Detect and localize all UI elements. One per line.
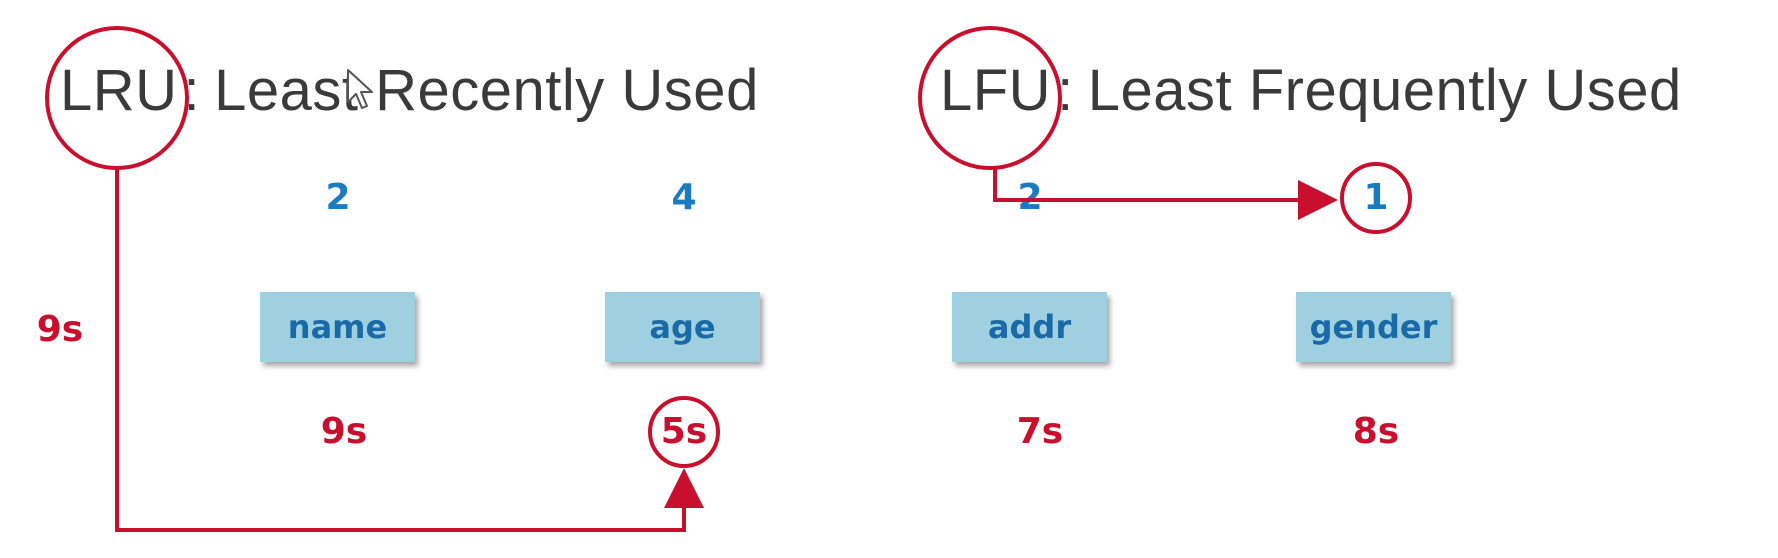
lru-title: LRU:Least Recently Used: [60, 62, 759, 120]
lru-full-name: Least Recently Used: [214, 58, 759, 123]
lfu-separator: :: [1057, 58, 1074, 123]
access-count-addr: 2: [1017, 177, 1043, 218]
access-count-age: 4: [671, 177, 697, 218]
access-count-gender: 1: [1363, 177, 1389, 218]
key-box-age: age: [605, 292, 760, 362]
last-access-time-name: 9s: [320, 411, 368, 452]
lru-abbr: LRU: [60, 58, 178, 123]
key-box-addr: addr: [952, 292, 1107, 362]
lfu-full-name: Least Frequently Used: [1087, 58, 1682, 123]
access-count-name: 2: [325, 177, 351, 218]
lfu-eviction-arrow: [993, 168, 1338, 220]
last-access-time-gender: 8s: [1352, 411, 1400, 452]
last-access-time-addr: 7s: [1016, 411, 1064, 452]
key-box-name: name: [260, 292, 415, 362]
last-access-time-age: 5s: [660, 411, 708, 452]
lru-separator: :: [183, 58, 201, 123]
lfu-abbr: LFU: [940, 58, 1052, 123]
lfu-title: LFU:Least Frequently Used: [940, 62, 1682, 120]
key-box-gender: gender: [1296, 292, 1451, 362]
lru-side-time: 9s: [36, 309, 84, 350]
mouse-cursor-icon: [347, 69, 373, 109]
